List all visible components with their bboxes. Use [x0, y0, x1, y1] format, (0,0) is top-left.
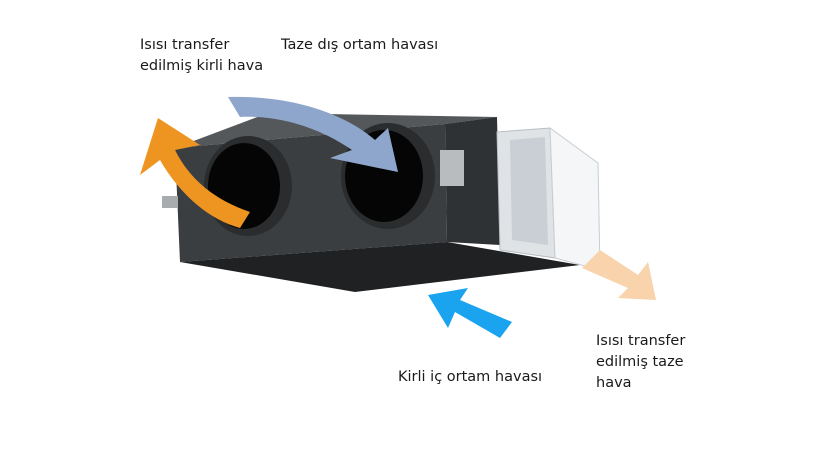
- indoor-air-arrow: [428, 288, 512, 338]
- unit-bottom-face: [180, 242, 580, 292]
- fresh-outdoor-air-label: Taze dış ortam havası: [281, 37, 439, 53]
- unit-side-face: [445, 117, 500, 245]
- mounting-bracket: [440, 150, 464, 186]
- supply-air-arrow: [582, 250, 656, 300]
- fresh-air-arrow: [228, 96, 398, 172]
- supply-air-label: Isısı transfer edilmiş taze hava: [596, 333, 686, 391]
- exhaust-air-arrow: [140, 118, 250, 228]
- filter-box: [496, 126, 601, 271]
- exhaust-air-label: Isısı transfer edilmiş kirli hava: [140, 37, 264, 74]
- duct-port-left: [204, 136, 292, 236]
- mounting-bracket-left: [162, 196, 178, 208]
- dirty-indoor-air-label: Kirli iç ortam havası: [398, 369, 543, 385]
